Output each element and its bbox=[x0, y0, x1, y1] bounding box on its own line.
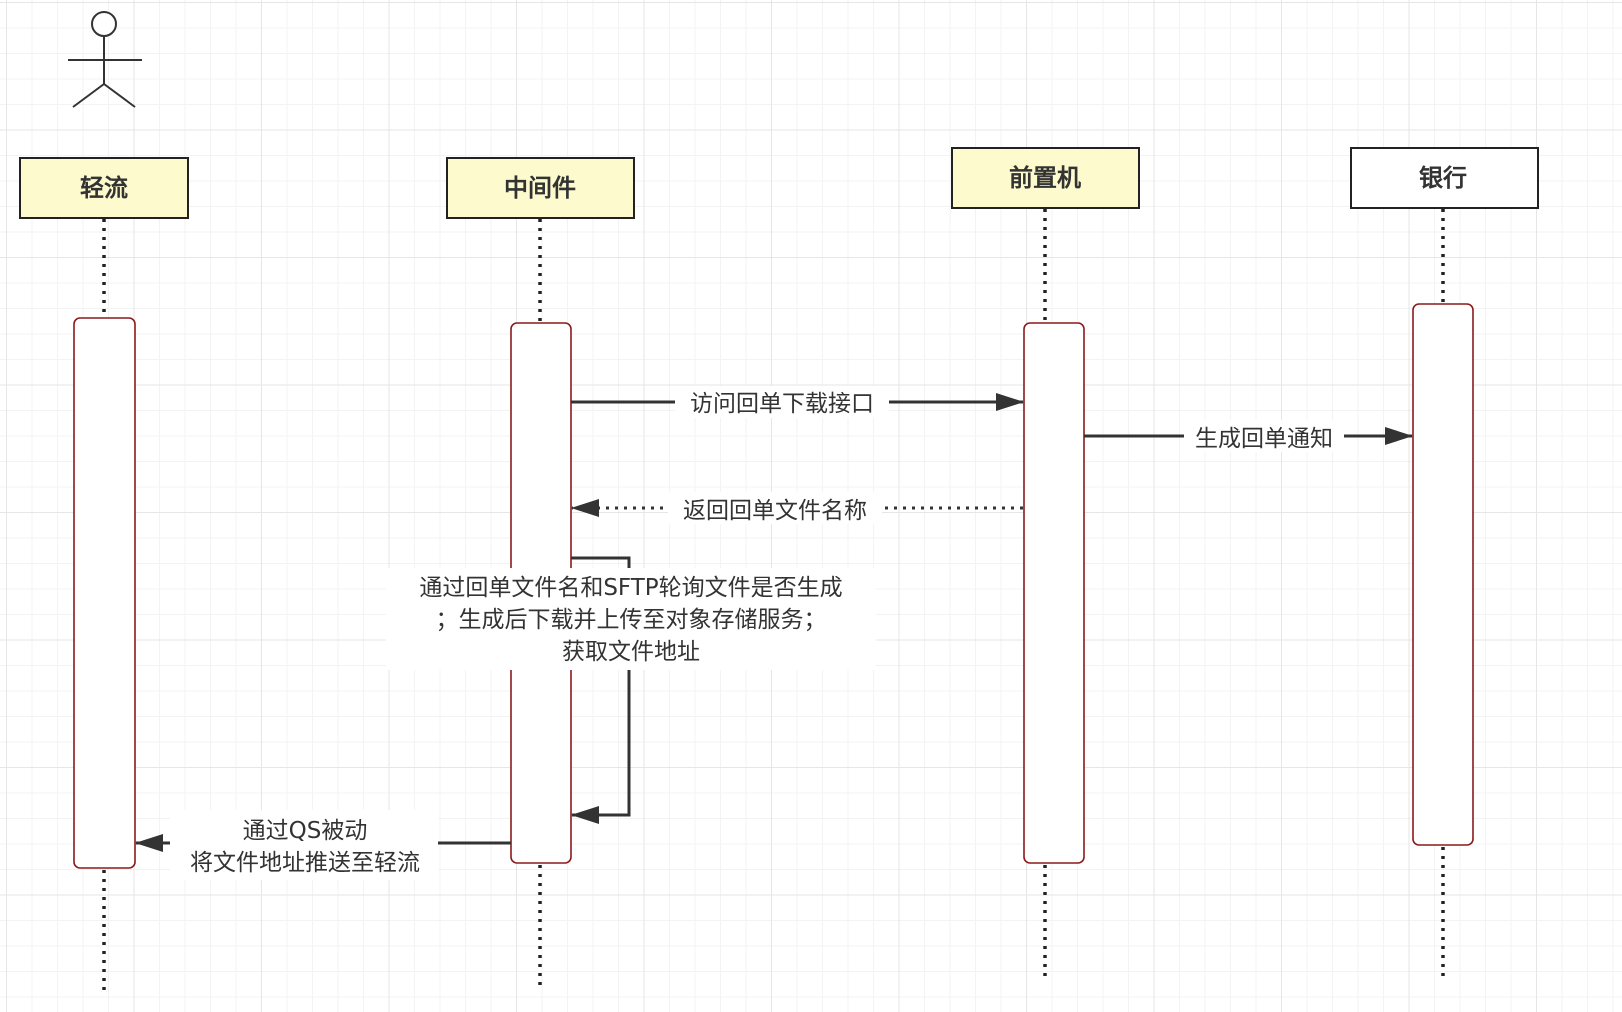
message-label: 返回回单文件名称 bbox=[683, 498, 867, 524]
message-return-filename[interactable]: 返回回单文件名称 bbox=[571, 492, 1023, 524]
message-generate-notice[interactable]: 生成回单通知 bbox=[1084, 420, 1413, 452]
message-label-line-1: 通过回单文件名和SFTP轮询文件是否生成 bbox=[419, 575, 842, 601]
message-label: 生成回单通知 bbox=[1195, 426, 1333, 452]
message-label-line-2: 将文件地址推送至轻流 bbox=[190, 850, 420, 876]
participant-label: 银行 bbox=[1419, 164, 1467, 192]
message-access-api[interactable]: 访问回单下载接口 bbox=[571, 386, 1024, 418]
message-push-address[interactable]: 通过QS被动 将文件地址推送至轻流 bbox=[135, 810, 511, 880]
participant-qingliu[interactable]: 轻流 bbox=[19, 157, 189, 219]
message-self-poll[interactable]: 通过回单文件名和SFTP轮询文件是否生成 ；生成后下载并上传至对象存储服务； 获… bbox=[386, 556, 876, 824]
message-label-line-2: ；生成后下载并上传至对象存储服务； bbox=[436, 607, 827, 633]
participant-bank[interactable]: 银行 bbox=[1350, 147, 1539, 209]
participant-label: 轻流 bbox=[80, 174, 128, 202]
participant-front-machine[interactable]: 前置机 bbox=[951, 147, 1140, 209]
message-label: 访问回单下载接口 bbox=[690, 391, 874, 417]
activation-bank bbox=[1412, 303, 1474, 846]
actor-icon bbox=[68, 11, 142, 108]
activation-front-machine bbox=[1023, 322, 1085, 864]
message-label-line-1: 通过QS被动 bbox=[243, 818, 368, 844]
message-label-line-3: 获取文件地址 bbox=[562, 639, 700, 665]
participant-middleware[interactable]: 中间件 bbox=[446, 157, 635, 219]
participant-label: 中间件 bbox=[504, 174, 576, 202]
activation-qingliu bbox=[73, 317, 136, 869]
participant-label: 前置机 bbox=[1009, 164, 1081, 192]
